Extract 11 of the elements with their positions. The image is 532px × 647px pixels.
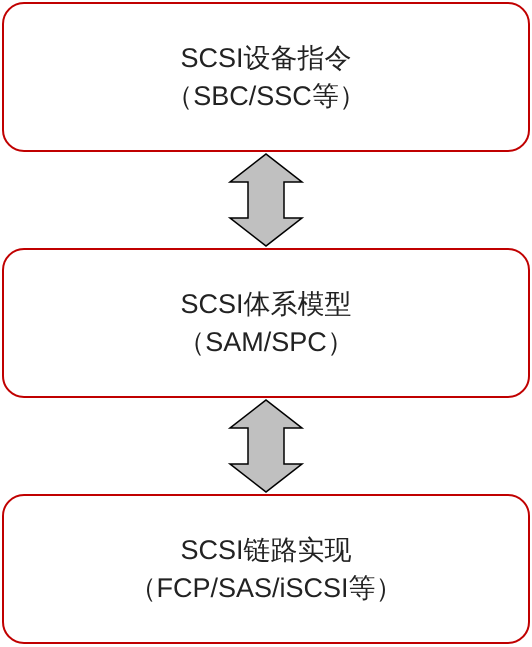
box-title: SCSI设备指令 [180,42,352,75]
box-title: SCSI体系模型 [180,288,352,321]
box-title: SCSI链路实现 [180,534,352,567]
process-box [2,2,530,152]
double-arrow [228,399,304,493]
box-subtitle: （SAM/SPC） [178,326,354,359]
box-subtitle: （FCP/SAS/iSCSI等） [129,572,403,605]
double-arrow [228,153,304,247]
box-subtitle: （SBC/SSC等） [166,80,366,113]
process-box [2,494,530,644]
process-box [2,248,530,398]
